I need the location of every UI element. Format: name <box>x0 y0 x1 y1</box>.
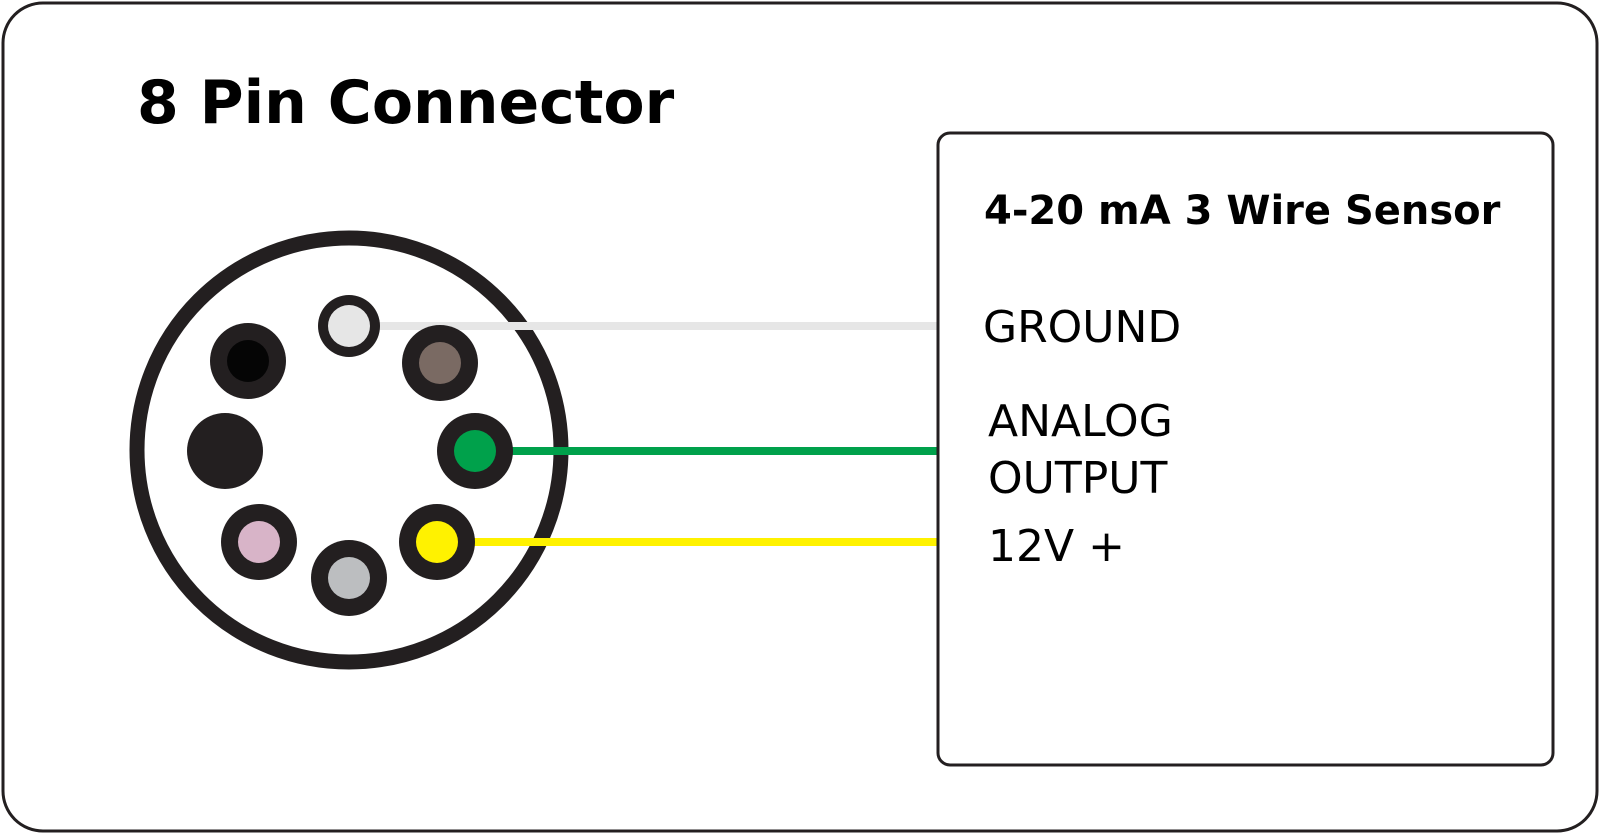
pin-bottom <box>311 540 387 616</box>
label-analog-line1: ANALOG <box>988 396 1173 447</box>
pin-upper-right <box>402 325 478 401</box>
sensor-title: 4-20 mA 3 Wire Sensor <box>984 188 1501 234</box>
label-ground: GROUND <box>983 302 1181 353</box>
label-power: 12V + <box>988 521 1125 572</box>
pin-right <box>437 413 513 489</box>
connector-title: 8 Pin Connector <box>137 68 675 138</box>
sensor-box <box>936 131 1555 767</box>
pin-left <box>187 413 263 489</box>
pin-lower-left <box>221 504 297 580</box>
pin-top <box>318 295 380 357</box>
pin-upper-left <box>210 323 286 399</box>
label-analog-line2: OUTPUT <box>988 453 1167 504</box>
pin-lower-right <box>399 504 475 580</box>
